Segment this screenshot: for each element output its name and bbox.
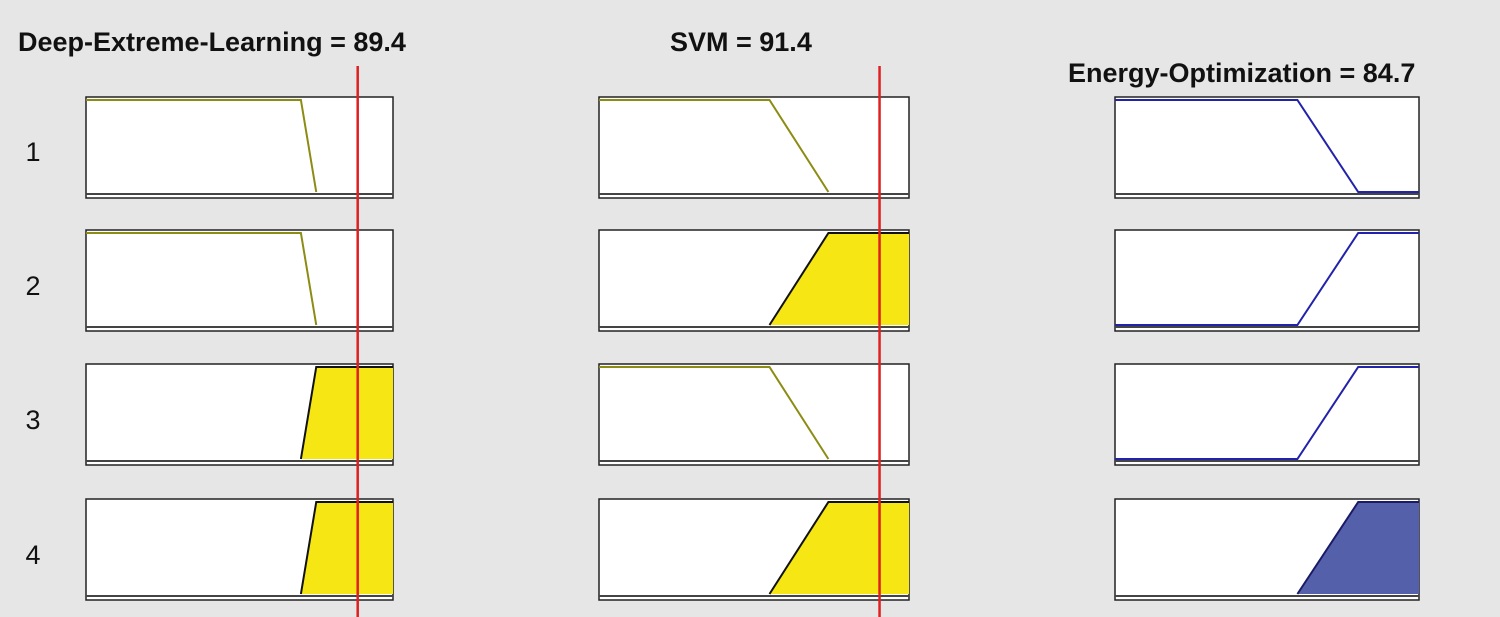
mf-curve-c2-r1 [599,99,830,193]
mf-edge-c1-r4 [299,501,393,595]
mf-curve-c1-r1 [86,99,318,193]
mf-fill-c1-r3 [300,367,393,459]
mf-panel-c1-r2 [85,229,394,332]
mf-panel-c3-r2 [1114,229,1420,332]
title-svm: SVM = 91.4 [670,27,812,57]
mf-curve-c3-r1 [1115,99,1419,193]
mf-edge-c2-r2 [768,232,909,326]
mf-panel-c2-r1 [598,96,910,199]
mf-edge-c2-r4 [768,501,909,595]
mf-panel-c1-r1 [85,96,394,199]
mf-panel-c3-r3 [1114,363,1420,466]
mf-fill-c1-r4 [300,502,393,594]
mf-panel-c3-r1 [1114,96,1420,199]
mf-edge-c3-r4 [1296,501,1419,595]
mf-fill-c3-r4 [1297,502,1419,594]
mf-curve-c3-r3 [1115,366,1419,460]
title-energy-optimization: Energy-Optimization = 84.7 [1068,58,1416,88]
mf-edge-c1-r3 [299,366,393,460]
mf-fill-c2-r2 [769,233,909,325]
rule-number-4: 4 [25,540,41,570]
rule-number-3: 3 [25,405,41,435]
mf-curve-c1-r2 [86,232,318,326]
rule-number-1: 1 [25,137,41,167]
mf-curve-c2-r3 [599,366,830,460]
mf-curve-c3-r2 [1115,232,1419,326]
rule-number-2: 2 [25,271,41,301]
mf-panel-c2-r3 [598,363,910,466]
mf-fill-c2-r4 [769,502,909,594]
title-deep-extreme-learning: Deep-Extreme-Learning = 89.4 [18,27,406,57]
